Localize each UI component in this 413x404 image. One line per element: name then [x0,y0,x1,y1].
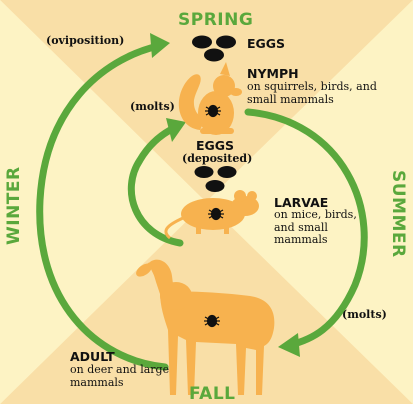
stage-eggs-mid: EGGS [196,138,234,153]
season-summer: SUMMER [388,170,408,250]
stage-eggs-mid-note: (deposited) [182,152,252,165]
annotation-molts-left: (molts) [130,100,175,113]
tick-icon [205,106,221,117]
tick-icon [204,316,220,327]
stage-nymph-desc: on squirrels, birds, and small mammals [247,81,397,106]
stage-larvae-desc: on mice, birds, and small mammals [274,209,369,247]
annotation-oviposition: (oviposition) [46,34,124,47]
stage-adult: ADULT [70,349,115,364]
season-winter: WINTER [4,175,24,245]
tick-icon [208,209,224,220]
season-spring: SPRING [178,10,253,30]
season-fall: FALL [189,384,235,404]
stage-adult-desc: on deer and large mammals [70,364,170,389]
stage-nymph: NYMPH [247,66,299,81]
annotation-molts-right: (molts) [342,308,387,321]
stage-eggs-top: EGGS [247,36,285,51]
